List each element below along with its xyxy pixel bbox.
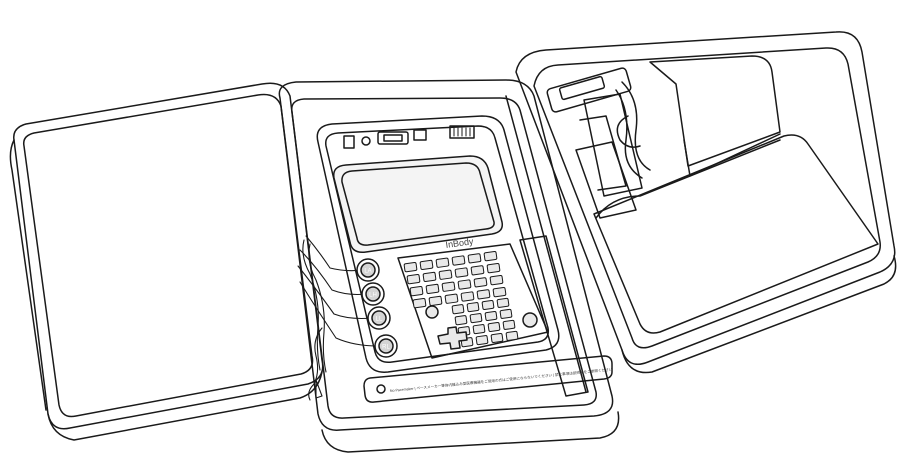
keypad-key bbox=[486, 263, 501, 274]
keypad-key bbox=[505, 330, 519, 341]
keypad-key bbox=[484, 310, 498, 322]
electrode-label: LH bbox=[369, 293, 377, 299]
electrode-label: LA bbox=[364, 269, 371, 275]
keypad-key bbox=[451, 304, 465, 315]
keypad-key bbox=[489, 275, 504, 286]
keypad-key bbox=[492, 287, 507, 298]
connector-panel bbox=[343, 125, 475, 149]
electrode-label: LL bbox=[376, 317, 383, 323]
keypad-key bbox=[483, 251, 498, 262]
keypad-key bbox=[470, 265, 485, 276]
keypad-key bbox=[428, 295, 443, 307]
center-compartment bbox=[278, 79, 620, 453]
keypad-key bbox=[425, 283, 440, 295]
keypad-key bbox=[451, 255, 466, 266]
electrode-connector: LH bbox=[361, 282, 385, 306]
keypad-key bbox=[476, 289, 491, 300]
keypad-key bbox=[467, 253, 482, 264]
keypad-key bbox=[466, 302, 480, 313]
device-screen bbox=[333, 155, 504, 254]
keypad-key bbox=[475, 335, 489, 346]
keypad-key bbox=[481, 299, 495, 311]
warning-label-strip bbox=[363, 355, 613, 403]
keypad-key bbox=[454, 267, 469, 278]
inbody-device bbox=[316, 115, 560, 373]
electrode-cables bbox=[297, 235, 379, 401]
keypad-key bbox=[406, 274, 421, 285]
dpad bbox=[437, 326, 468, 350]
left-lid bbox=[9, 82, 324, 441]
electrode-connector: RL bbox=[374, 334, 398, 358]
electrode-connector: LA bbox=[356, 258, 380, 282]
brand-label: InBody bbox=[445, 236, 475, 250]
electrode-connector: LL bbox=[367, 306, 391, 330]
keypad-key bbox=[472, 324, 486, 335]
keypad-key bbox=[469, 313, 483, 324]
keypad-key bbox=[419, 259, 434, 271]
keypad-key bbox=[412, 298, 427, 309]
keypad-key bbox=[496, 297, 510, 308]
keypad-key bbox=[409, 286, 424, 297]
electrode-connectors: LA LH LL RL bbox=[356, 258, 398, 358]
electrode-label: RL bbox=[382, 345, 390, 351]
keypad-key bbox=[487, 321, 501, 333]
keypad-key bbox=[457, 279, 472, 290]
keypad-key bbox=[403, 262, 418, 273]
keypad-key bbox=[454, 315, 468, 326]
keypad-key bbox=[422, 271, 437, 283]
keypad-key bbox=[490, 332, 504, 344]
keypad-key bbox=[435, 257, 450, 268]
keypad-key bbox=[441, 281, 456, 292]
keypad-key bbox=[444, 293, 459, 304]
keypad-key bbox=[502, 319, 516, 330]
right-lid bbox=[515, 31, 897, 374]
keypad-key bbox=[460, 291, 475, 302]
keypad-key bbox=[499, 308, 513, 319]
keypad-key bbox=[473, 277, 488, 288]
keypad-key bbox=[438, 269, 453, 280]
keypad bbox=[403, 251, 519, 348]
